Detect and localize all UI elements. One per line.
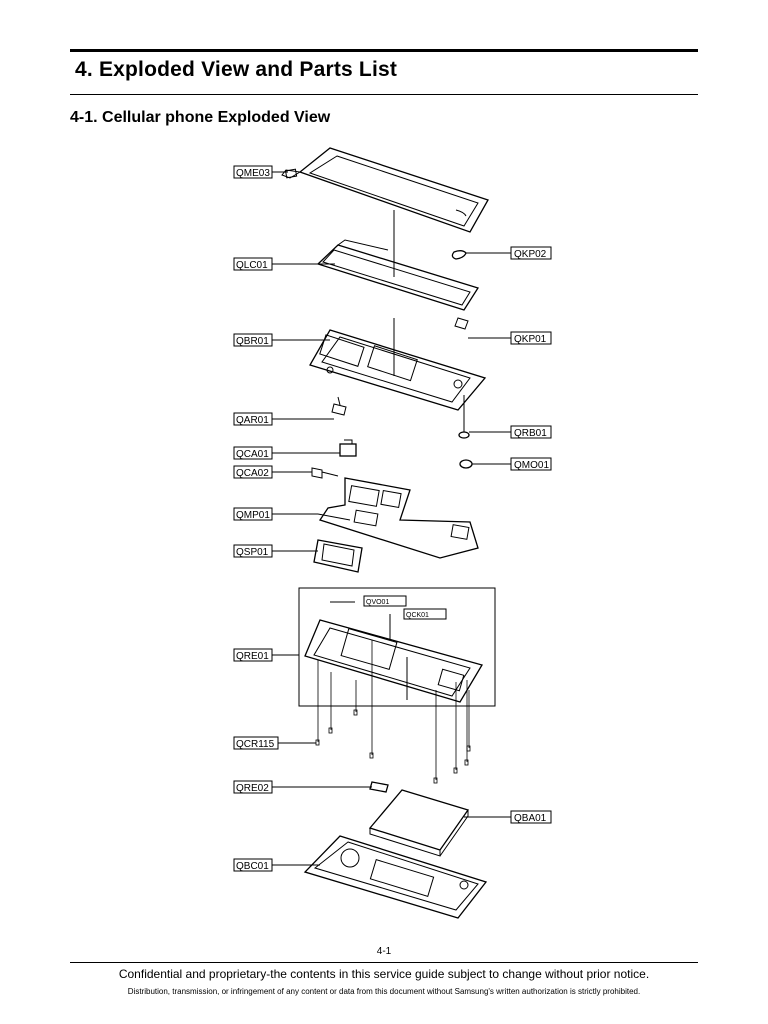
rear-case-part [304, 619, 483, 703]
callout-qkp01 [468, 331, 552, 345]
callout-qvo01 [363, 595, 407, 607]
rubber-part [458, 395, 470, 439]
label-qca01: QCA01 [236, 449, 269, 460]
footer-rule [70, 962, 698, 963]
label-qbr01: QBR01 [236, 336, 269, 347]
label-qlc01: QLC01 [236, 260, 268, 271]
label-qmo01: QMO01 [514, 460, 549, 471]
camera-front-part [339, 439, 357, 457]
main-pcb-part [317, 477, 479, 559]
header-title-rule [70, 94, 698, 95]
callout-qre01 [233, 648, 299, 662]
label-qbc01: QBC01 [236, 861, 269, 872]
camera-rear-part [311, 467, 339, 479]
screws [315, 640, 471, 784]
section-subtitle: 4-1. Cellular phone Exploded View [70, 109, 331, 126]
callout-qmp01 [233, 507, 318, 521]
label-qvo01: QVO01 [366, 599, 389, 606]
label-qre01: QRE01 [236, 651, 269, 662]
battery-part [368, 789, 470, 857]
callout-qmo01 [472, 457, 552, 471]
label-qar01: QAR01 [236, 415, 269, 426]
label-qkp01: QKP01 [514, 334, 547, 345]
callout-qck01 [403, 608, 447, 620]
callout-qba01 [464, 810, 552, 824]
label-qme03: QME03 [236, 168, 270, 179]
label-qkp02: QKP02 [514, 249, 547, 260]
label-qck01: QCK01 [406, 612, 429, 619]
header-top-rule [70, 49, 698, 52]
page-number: 4-1 [376, 946, 392, 957]
bracket-part [309, 317, 487, 411]
callout-qca02 [233, 465, 312, 479]
rear-case-box [298, 587, 496, 707]
motor-part [459, 459, 473, 469]
callout-qar01 [233, 412, 334, 426]
label-qrb01: QRB01 [514, 428, 547, 439]
label-qmp01: QMP01 [236, 510, 270, 521]
lcd-part [316, 239, 480, 311]
callout-qkp02 [466, 246, 552, 260]
label-qcr115: QCR115 [236, 739, 275, 750]
callout-qbc01 [233, 858, 320, 872]
callout-qsp01 [233, 544, 318, 558]
callout-qcr115 [233, 736, 316, 750]
battery-cover-part [303, 835, 488, 919]
label-qre02: QRE02 [236, 783, 269, 794]
speaker-module-part [313, 539, 363, 573]
home-key-part [451, 250, 467, 260]
label-qsp01: QSP01 [236, 547, 269, 558]
page-title: 4. Exploded View and Parts List [75, 58, 398, 81]
callout-qlc01 [233, 257, 335, 271]
label-qba01: QBA01 [514, 813, 547, 824]
receiver-part [331, 396, 347, 416]
callout-qbr01 [233, 333, 330, 347]
callout-qca01 [233, 446, 340, 460]
footer-distribution-notice: Distribution, transmission, or infringem… [127, 987, 641, 996]
footer-confidential-notice: Confidential and proprietary-the content… [118, 967, 650, 981]
front-glass-part [281, 147, 489, 233]
callout-qre02 [233, 780, 372, 794]
callout-qrb01 [469, 425, 552, 439]
sim-cover-part [369, 781, 389, 793]
callout-qme03 [233, 165, 288, 179]
label-qca02: QCA02 [236, 468, 269, 479]
